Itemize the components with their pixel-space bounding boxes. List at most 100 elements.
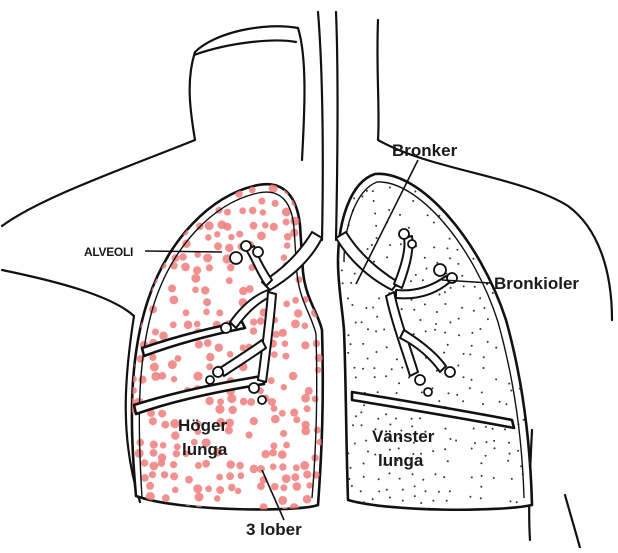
- stipple-dot: [479, 297, 481, 299]
- stipple-dot: [446, 197, 448, 199]
- stipple-dot: [510, 305, 512, 307]
- stipple-dot: [444, 332, 446, 334]
- stipple-dot: [427, 214, 429, 216]
- alveolus-dot: [207, 185, 215, 193]
- stipple-dot: [474, 246, 476, 248]
- alveolus-dot: [312, 396, 319, 403]
- stipple-dot: [362, 343, 364, 345]
- alveolus-dot: [249, 187, 256, 194]
- stipple-dot: [386, 256, 388, 258]
- alveolus-dot: [314, 427, 321, 434]
- alveolus-dot: [306, 197, 315, 206]
- stipple-dot: [432, 500, 434, 502]
- stipple-dot: [493, 221, 495, 223]
- alveolus-dot: [271, 483, 279, 491]
- alveolus-dot: [141, 459, 149, 467]
- stipple-dot: [461, 275, 463, 277]
- alveolus-dot: [282, 353, 289, 360]
- stipple-dot: [517, 450, 519, 452]
- stipple-dot: [508, 271, 510, 273]
- alveolus-dot: [204, 339, 212, 347]
- stipple-dot: [449, 321, 451, 323]
- alveolus-dot: [194, 321, 201, 328]
- alveolus-dot: [238, 472, 245, 479]
- alveolus-dot: [168, 284, 176, 292]
- stipple-dot: [481, 475, 483, 477]
- stipple-dot: [463, 173, 465, 175]
- stipple-dot: [496, 209, 498, 211]
- stipple-dot: [336, 369, 338, 371]
- alveolus-dot: [291, 473, 299, 481]
- stipple-dot: [507, 460, 509, 462]
- stipple-dot: [400, 243, 402, 245]
- stipple-dot: [338, 355, 340, 357]
- stipple-dot: [389, 187, 391, 189]
- stipple-dot: [532, 343, 534, 345]
- stipple-dot: [396, 358, 398, 360]
- alveolus-dot: [158, 410, 166, 418]
- stipple-dot: [522, 317, 524, 319]
- stipple-dot: [450, 438, 452, 440]
- stipple-dot: [378, 490, 380, 492]
- stipple-dot: [433, 246, 435, 248]
- alveolus-dot: [205, 234, 212, 241]
- alveolus-dot: [291, 320, 300, 329]
- alveolus-dot: [282, 340, 289, 347]
- stipple-dot: [471, 345, 473, 347]
- alveolus-dot: [301, 394, 310, 403]
- alveolus-dot: [124, 210, 133, 219]
- stipple-dot: [433, 514, 435, 516]
- stipple-dot: [361, 424, 363, 426]
- stipple-dot: [533, 184, 535, 186]
- alveolus-dot: [306, 273, 314, 281]
- stipple-dot: [483, 356, 485, 358]
- stipple-dot: [426, 268, 428, 270]
- stipple-dot: [486, 441, 488, 443]
- stipple-dot: [341, 487, 343, 489]
- alveolus-dot: [139, 220, 146, 227]
- stipple-dot: [432, 450, 434, 452]
- stipple-dot: [388, 209, 390, 211]
- alveolus-dot: [293, 416, 300, 423]
- stipple-dot: [470, 235, 472, 237]
- stipple-dot: [414, 485, 416, 487]
- alveolus-dot: [180, 199, 189, 208]
- stipple-dot: [470, 211, 472, 213]
- label-vanster-line2: lunga: [378, 451, 424, 470]
- stipple-dot: [401, 367, 403, 369]
- alveolus-dot: [130, 376, 137, 383]
- stipple-dot: [435, 473, 437, 475]
- alveolus-dot: [303, 470, 311, 478]
- stipple-dot: [455, 512, 457, 514]
- alveolus-dot: [283, 301, 290, 308]
- alveolus-dot: [278, 496, 287, 505]
- stipple-dot: [367, 328, 369, 330]
- alveolus-dot: [278, 450, 287, 459]
- stipple-dot: [468, 197, 470, 199]
- alveolus-dot: [271, 351, 278, 358]
- stipple-dot: [363, 476, 365, 478]
- stipple-dot: [444, 186, 446, 188]
- stipple-dot: [499, 401, 501, 403]
- alveolus-dot: [206, 353, 214, 361]
- alveolus-dot: [235, 488, 241, 494]
- stipple-dot: [469, 188, 471, 190]
- alveolus-dot: [229, 406, 237, 414]
- alveolus-dot: [257, 317, 265, 325]
- alveolus-dot: [236, 231, 243, 238]
- stipple-dot: [511, 478, 513, 480]
- stipple-dot: [338, 223, 340, 225]
- stipple-dot: [508, 320, 510, 322]
- alveolus-dot: [146, 482, 154, 490]
- stipple-dot: [534, 419, 536, 421]
- stipple-dot: [352, 424, 354, 426]
- alveolus-dot: [290, 503, 299, 512]
- alveolus-dot: [303, 495, 312, 504]
- stipple-dot: [534, 437, 536, 439]
- stipple-dot: [493, 440, 495, 442]
- stipple-dot: [411, 418, 413, 420]
- alveolus-dot: [226, 460, 235, 469]
- stipple-dot: [353, 174, 355, 176]
- alveolus-dot: [202, 460, 210, 468]
- alveolus-dot: [125, 486, 133, 494]
